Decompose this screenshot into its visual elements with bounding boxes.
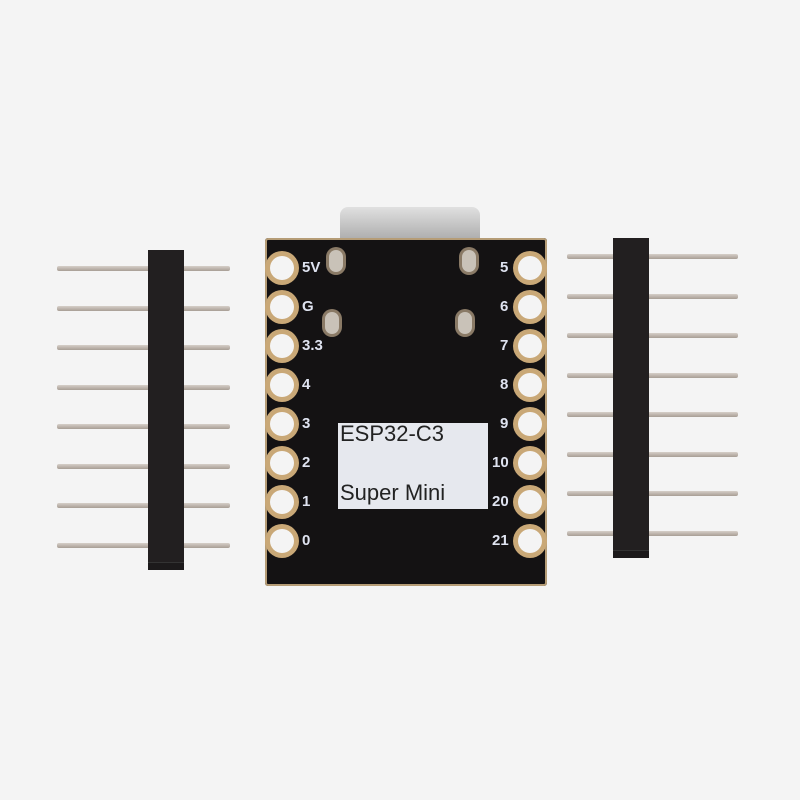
castellated-pad (270, 334, 294, 358)
pin-label: 8 (500, 376, 509, 393)
header-segment (148, 250, 184, 290)
pin-label: 9 (500, 415, 509, 432)
castellated-pad (518, 334, 542, 358)
castellated-pad (518, 451, 542, 475)
header-pin (567, 254, 738, 259)
header-segment (148, 406, 184, 446)
header-segment (613, 277, 649, 317)
header-segment (148, 367, 184, 407)
header-pin (57, 345, 230, 350)
header-pin (57, 305, 230, 311)
castellated-pad (270, 412, 294, 436)
header-segment (613, 472, 649, 512)
header-pin (567, 530, 738, 536)
header-pin (567, 293, 738, 299)
pin-label: 10 (492, 454, 509, 471)
castellated-pad (270, 256, 294, 280)
esp32-c3-board (265, 238, 547, 586)
castellated-pad (518, 295, 542, 319)
header-pin (57, 266, 230, 271)
pin-label: 5V (302, 259, 321, 276)
header-pin (567, 333, 738, 338)
castellated-pad (518, 373, 542, 397)
header-pin (57, 463, 230, 469)
led (458, 312, 472, 334)
castellated-pad (270, 451, 294, 475)
pin-label: 5 (500, 259, 509, 276)
header-pin (57, 424, 230, 429)
header-pin (567, 372, 738, 378)
header-segment (613, 511, 649, 551)
pin-label: 2 (302, 454, 311, 471)
header-segment (613, 394, 649, 434)
header-pin (57, 384, 230, 390)
usb-c-connector (340, 207, 480, 243)
castellated-pad (270, 373, 294, 397)
pin-label: G (302, 298, 314, 315)
header-pin (567, 412, 738, 417)
pin-label: 6 (500, 298, 509, 315)
castellated-pad (518, 490, 542, 514)
header-pin (57, 542, 230, 548)
board-label-model: ESP32-C3 (340, 421, 444, 446)
board-label-name: Super Mini (340, 480, 446, 505)
board-label-sticker (338, 423, 488, 509)
led (329, 250, 343, 272)
castellated-pad (518, 412, 542, 436)
header-segment (148, 484, 184, 524)
led (462, 250, 476, 272)
pin-label: 0 (302, 532, 311, 549)
header-segment (148, 445, 184, 485)
castellated-pad (270, 295, 294, 319)
header-pin (567, 491, 738, 496)
header-segment (148, 523, 184, 563)
header-pin (567, 451, 738, 457)
pin-label: 4 (302, 376, 311, 393)
pin-label: 1 (302, 493, 311, 510)
header-pin (57, 503, 230, 508)
castellated-pad (270, 490, 294, 514)
pin-label: 7 (500, 337, 509, 354)
header-segment (613, 355, 649, 395)
pin-label: 20 (492, 493, 509, 510)
pin-label: 3 (302, 415, 311, 432)
header-segment (613, 238, 649, 278)
header-housing (613, 238, 649, 558)
header-housing (148, 250, 184, 570)
castellated-pad (270, 529, 294, 553)
pin-label: 21 (492, 532, 509, 549)
castellated-pad (518, 256, 542, 280)
pin-label: 3.3 (302, 337, 323, 354)
led (325, 312, 339, 334)
header-segment (148, 328, 184, 368)
header-segment (613, 316, 649, 356)
header-segment (148, 289, 184, 329)
header-segment (613, 433, 649, 473)
castellated-pad (518, 529, 542, 553)
